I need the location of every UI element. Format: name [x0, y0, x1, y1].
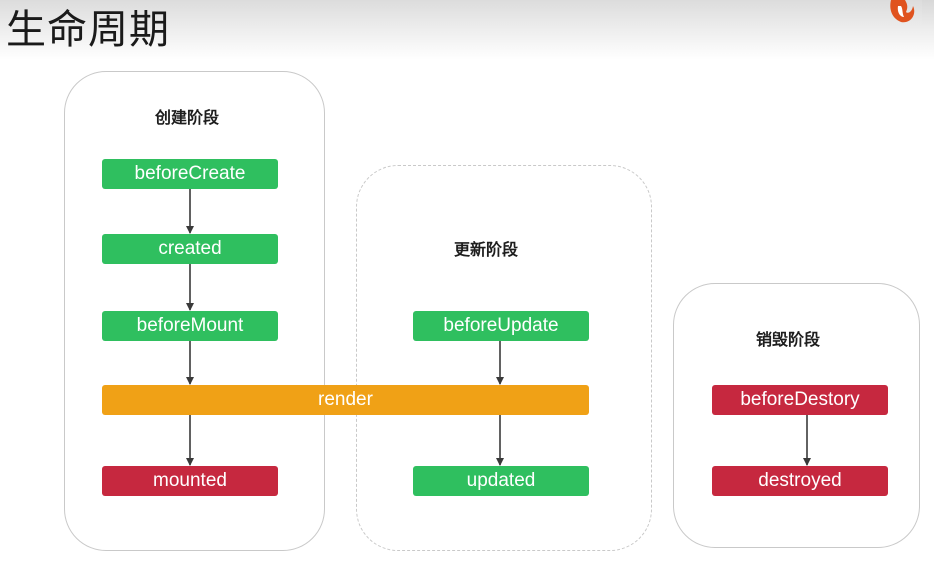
destroy-phase-title: 销毁阶段 — [756, 330, 821, 349]
update-phase-title: 更新阶段 — [454, 240, 519, 259]
hook-destroyed: destroyed — [712, 466, 888, 496]
hook-beforedestory: beforeDestory — [712, 385, 888, 415]
hook-created: created — [102, 234, 278, 264]
hook-beforemount: beforeMount — [102, 311, 278, 341]
hook-beforeupdate: beforeUpdate — [413, 311, 589, 341]
hook-beforecreate: beforeCreate — [102, 159, 278, 189]
page-title: 生命周期 — [6, 7, 170, 53]
hook-updated: updated — [413, 466, 589, 496]
render-bar: render — [102, 385, 589, 415]
destroy-phase-panel — [673, 283, 920, 548]
slide-header-bar — [0, 0, 934, 60]
hook-mounted: mounted — [102, 466, 278, 496]
logo-clipped-region — [922, 0, 934, 30]
create-phase-title: 创建阶段 — [155, 108, 220, 127]
flame-logo-icon — [890, 0, 915, 23]
